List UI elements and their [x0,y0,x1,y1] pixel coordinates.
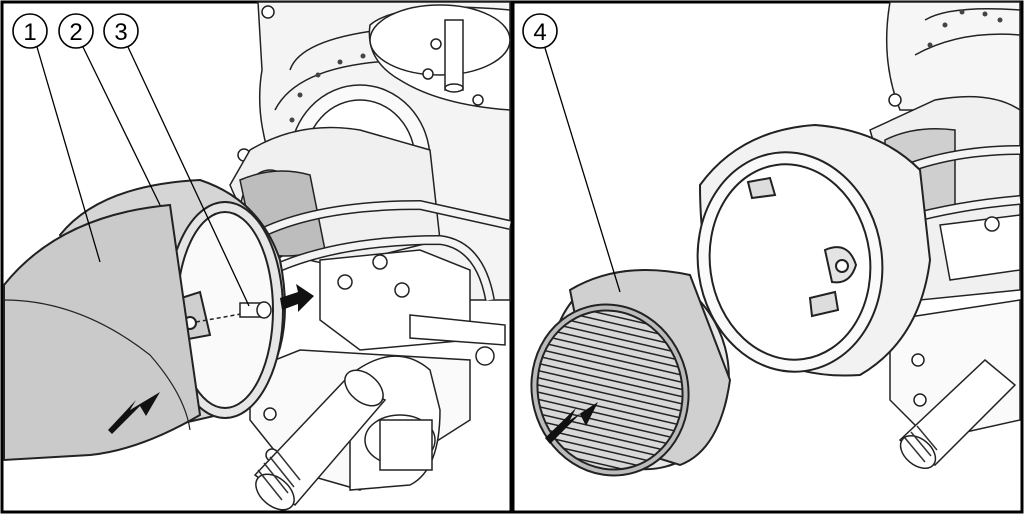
callout-label-2: 2 [69,19,82,46]
callout-2: 2 [58,13,94,49]
removal-arrow-left [108,392,160,434]
direction-arrow [280,284,314,312]
detached-ring [696,123,932,377]
callout-label-4: 4 [533,19,546,46]
screw-part-3 [195,301,272,323]
callout-4: 4 [522,13,558,49]
callout-label-1: 1 [23,19,36,46]
removal-arrow-right [545,402,598,444]
left-panel: 1 2 3 [0,0,513,514]
callout-label-3: 3 [114,19,127,46]
right-panel: 4 [511,0,1024,514]
burner-housing [229,1,512,511]
callout-3: 3 [103,13,139,49]
callout-1: 1 [12,13,48,49]
filter-part-4 [530,269,732,477]
cover-part-1 [3,203,202,462]
